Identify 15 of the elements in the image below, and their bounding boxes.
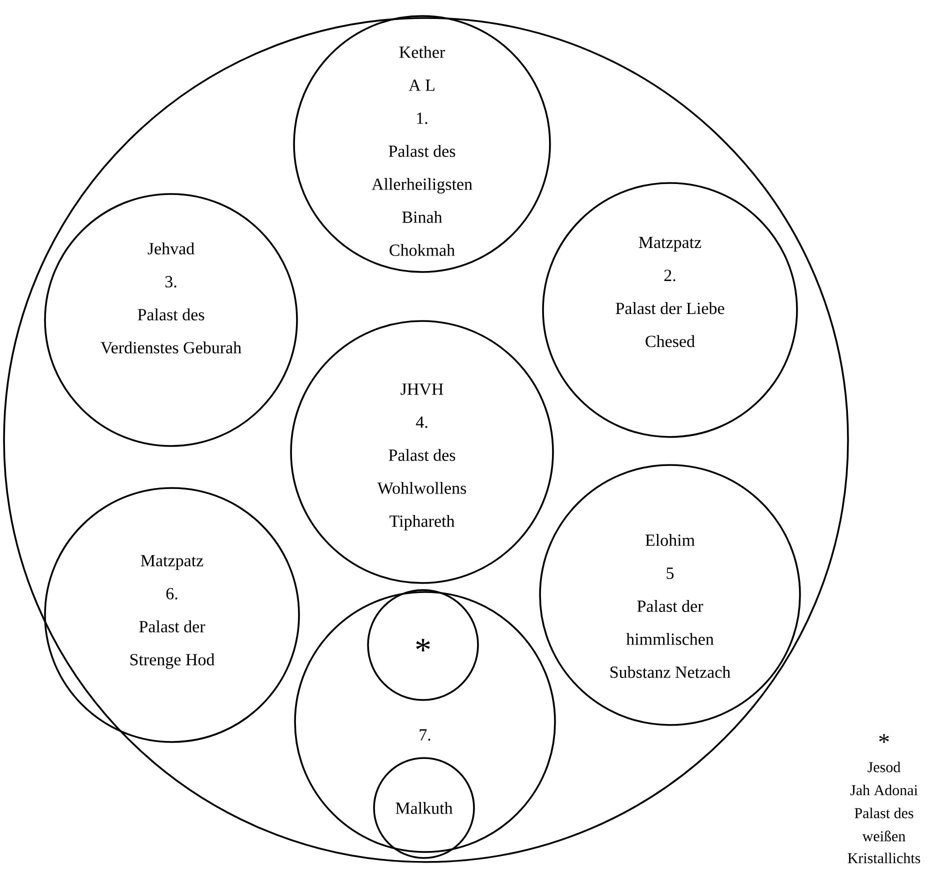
circle-node: Matzpatz 6. Palast der Strenge Hod — [44, 487, 300, 743]
note-text: Palast des — [854, 808, 914, 818]
note-text: weißen — [862, 830, 906, 842]
circle-node: * — [367, 589, 479, 701]
circle-node: Kether A L 1. Palast des Allerheiligsten Binah Chokmah — [293, 15, 551, 273]
note-text: Jesod — [868, 762, 900, 772]
circle-node: JHVH 4. Palast des Wohlwollens Tiphareth — [290, 320, 554, 584]
circle-node: Malkuth — [373, 757, 475, 859]
note-text: Kristallichts — [848, 852, 920, 864]
circle-node: Elohim 5 Palast der himmlischen Substanz Netzach — [539, 464, 801, 726]
circle-node: Matzpatz 2. Palast der Liebe Chesed — [542, 182, 798, 438]
circle-node: Jehvad 3. Palast des Verdienstes Geburah — [44, 193, 298, 447]
star-symbol: * — [879, 734, 889, 743]
outer-circle — [3, 17, 849, 863]
note-text: Jah Adonai — [850, 784, 918, 796]
